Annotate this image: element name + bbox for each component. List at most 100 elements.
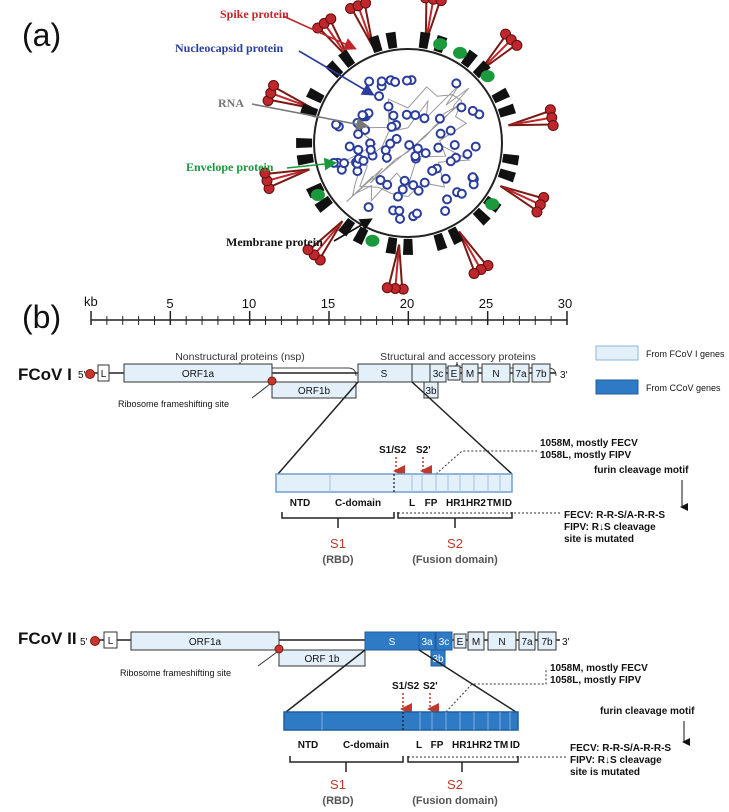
callout-nucleocapsid-protein: Nucleocapsid protein bbox=[175, 41, 283, 55]
fcov2-fecv-motif: FECV: R-R-S/A-R-R-S bbox=[570, 743, 671, 754]
membrane-protein-segment bbox=[296, 153, 314, 166]
callout-spike-arrow bbox=[282, 15, 357, 50]
membrane-protein-segment bbox=[502, 153, 520, 166]
nucleocapsid-circle bbox=[383, 101, 394, 112]
fcov1-gene-7b bbox=[531, 363, 551, 383]
fcov2-gene-N bbox=[487, 631, 517, 651]
svg-text:M: M bbox=[472, 637, 480, 648]
panel-b-label: (b) bbox=[22, 299, 61, 335]
fcov1-s1-sub: (RBD) bbox=[322, 554, 353, 566]
nucleocapsid-circle bbox=[395, 213, 406, 224]
fcov1-gene-E bbox=[447, 365, 461, 381]
fcov1-domain-hr2: HR2 bbox=[466, 498, 486, 509]
spike-icon bbox=[259, 167, 310, 195]
svg-text:7b: 7b bbox=[541, 637, 553, 648]
fcov2-spike-domains bbox=[283, 711, 519, 731]
scale-tick-10: 10 bbox=[242, 296, 256, 311]
frameshift-icon bbox=[267, 376, 277, 386]
membrane-protein-segment bbox=[314, 195, 333, 213]
fcov2-s1s2-label: S1/S2 bbox=[392, 681, 420, 692]
panel-a-label: (a) bbox=[22, 17, 61, 53]
svg-text:L: L bbox=[101, 369, 107, 380]
membrane-protein-segment bbox=[385, 31, 398, 49]
fcov1-gene-orf1a bbox=[123, 363, 273, 383]
fcov1-fipv-note: site is mutated bbox=[564, 534, 634, 545]
membrane-protein-segment bbox=[338, 218, 356, 237]
fcov1-mutation-2: 1058L, mostly FIPV bbox=[540, 450, 631, 461]
fcov1-3prime: 3' bbox=[560, 370, 568, 381]
fcov1-furin-title: furin cleavage motif bbox=[594, 465, 689, 476]
fcov2-domain-hr1: HR1 bbox=[452, 740, 472, 751]
spike-icon bbox=[458, 230, 494, 279]
nucleocapsid-circle bbox=[392, 191, 403, 202]
membrane-protein-segment bbox=[491, 87, 510, 104]
nucleocapsid-circle bbox=[445, 125, 456, 136]
membrane-protein-segment bbox=[306, 87, 325, 104]
membrane-protein-segment bbox=[497, 103, 516, 118]
nucleocapsid-circle bbox=[331, 119, 342, 130]
nucleocapsid-circle bbox=[391, 133, 402, 144]
fcov2-mutation-1: 1058M, mostly FECV bbox=[550, 663, 648, 674]
fcov1-domain-l: L bbox=[409, 498, 415, 509]
membrane-protein-segment bbox=[368, 35, 383, 54]
fcov1-domain-tm: TM bbox=[487, 498, 501, 509]
scale-tick-5: 5 bbox=[166, 296, 173, 311]
fcov2-gene-7b bbox=[537, 631, 557, 651]
legend-label-fcov1: From FCoV I genes bbox=[646, 349, 725, 359]
fcov1-ribosome-label: Ribosome frameshifting site bbox=[118, 399, 229, 409]
svg-text:ORF1b: ORF1b bbox=[298, 386, 331, 397]
svg-text:S: S bbox=[389, 637, 396, 648]
nucleocapsid-circle bbox=[440, 205, 451, 216]
nucleocapsid-circle bbox=[419, 177, 430, 188]
fcov2-fipv-note: site is mutated bbox=[570, 767, 640, 778]
callout-rna-arrow bbox=[251, 103, 370, 131]
nucleocapsid-circle bbox=[451, 78, 462, 89]
fcov2-domain-fp: FP bbox=[431, 740, 444, 751]
scale-tick-25: 25 bbox=[479, 296, 493, 311]
spike-icon bbox=[508, 104, 559, 132]
fcov2-domain-id: ID bbox=[510, 740, 520, 751]
envelope-protein-dot bbox=[433, 38, 448, 51]
fcov1-gene-3b bbox=[423, 381, 439, 399]
callout-spike-protein: Spike protein bbox=[220, 7, 289, 21]
sap-label: Structural and accessory proteins bbox=[380, 351, 536, 363]
fcov1-mutation-1: 1058M, mostly FECV bbox=[540, 438, 638, 449]
envelope-proteins bbox=[310, 38, 500, 247]
cap-icon bbox=[85, 369, 95, 379]
nucleocapsid-circle bbox=[467, 172, 478, 183]
fcov2-s1-label: S1 bbox=[330, 777, 346, 792]
scale-tick-30: 30 bbox=[558, 296, 572, 311]
nucleocapsid-circle bbox=[419, 113, 430, 124]
fcov1-domain-fp: FP bbox=[425, 498, 438, 509]
fcov2-fipv-motif: FIPV: R↓S cleavage bbox=[570, 755, 662, 766]
fcov1-s2-sub: (Fusion domain) bbox=[412, 554, 498, 566]
nucleocapsid-circle bbox=[390, 76, 401, 87]
nucleocapsid-circle bbox=[353, 144, 364, 155]
fcov1-fecv-motif: FECV: R-R-S/A-R-R-S bbox=[564, 510, 665, 521]
fcov1-gene-7a bbox=[512, 363, 530, 383]
fcov2-ribosome-label: Ribosome frameshifting site bbox=[120, 668, 231, 678]
membrane-protein-segment bbox=[472, 207, 491, 226]
svg-text:3a: 3a bbox=[421, 637, 433, 648]
membrane-protein-segment bbox=[352, 226, 369, 245]
svg-text:3b: 3b bbox=[432, 654, 444, 665]
svg-text:N: N bbox=[498, 637, 505, 648]
fcov2-gene-M bbox=[467, 631, 485, 651]
svg-text:ORF 1b: ORF 1b bbox=[304, 654, 339, 665]
fcov1-title: FCoV I bbox=[18, 365, 72, 384]
nucleocapsid-circle bbox=[401, 109, 412, 120]
fcov1-fipv-motif: FIPV: R↓S cleavage bbox=[564, 522, 656, 533]
nucleocapsid-circle bbox=[404, 140, 415, 151]
nucleocapsid-circle bbox=[399, 175, 410, 186]
membrane-protein-segment bbox=[385, 237, 398, 255]
fcov2-s2-sub: (Fusion domain) bbox=[412, 795, 498, 807]
legend-swatch-ccov bbox=[595, 379, 639, 395]
nucleocapsid-circle bbox=[364, 76, 375, 87]
svg-text:M: M bbox=[466, 369, 474, 380]
fcov1-s2-label: S2 bbox=[447, 536, 463, 551]
fcov2-gene-E bbox=[453, 633, 467, 649]
fcov2-s1-sub: (RBD) bbox=[322, 795, 353, 807]
membrane-protein-segment bbox=[338, 49, 356, 68]
nucleocapsid-circle bbox=[381, 152, 392, 163]
